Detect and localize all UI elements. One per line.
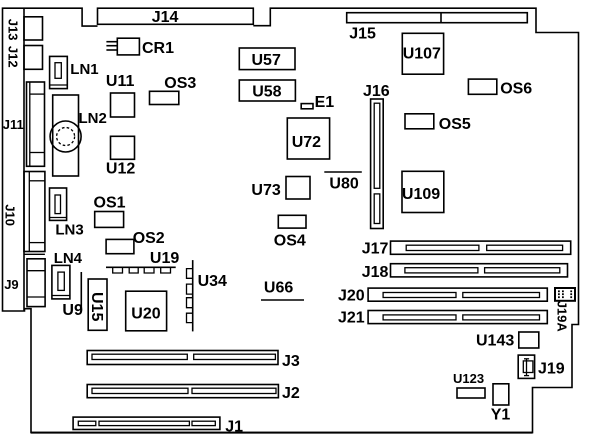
svg-text:U15: U15 [88,292,105,321]
svg-text:LN2: LN2 [79,110,107,127]
svg-text:J19: J19 [538,361,565,378]
svg-text:U72: U72 [292,134,321,151]
svg-text:U34: U34 [198,273,227,290]
svg-text:J12: J12 [5,46,20,68]
svg-text:J9: J9 [4,277,18,292]
svg-text:U57: U57 [252,52,281,69]
svg-text:U109: U109 [402,186,440,203]
svg-text:U66: U66 [264,280,293,297]
svg-text:J19A: J19A [555,301,570,333]
svg-text:OS5: OS5 [439,116,471,133]
svg-text:OS3: OS3 [164,75,196,92]
svg-text:U107: U107 [403,46,441,63]
svg-text:U73: U73 [251,182,280,199]
svg-text:U143: U143 [476,333,514,350]
svg-text:E1: E1 [315,94,335,111]
svg-text:J11: J11 [3,117,24,132]
svg-text:OS6: OS6 [500,81,532,98]
svg-text:J15: J15 [349,26,376,43]
svg-text:LN3: LN3 [55,222,83,239]
svg-text:J3: J3 [282,353,300,370]
svg-text:U11: U11 [106,73,135,90]
svg-text:OS4: OS4 [274,233,306,250]
svg-text:OS2: OS2 [133,230,165,247]
svg-text:Y1: Y1 [491,407,511,424]
svg-text:U80: U80 [329,176,358,193]
svg-text:J20: J20 [338,288,365,305]
svg-text:OS1: OS1 [94,195,126,212]
svg-text:J21: J21 [338,310,365,327]
svg-text:J10: J10 [3,204,18,226]
svg-text:LN4: LN4 [54,250,83,267]
svg-text:U9: U9 [62,302,83,319]
svg-text:U58: U58 [252,84,281,101]
svg-text:J13: J13 [5,19,20,41]
svg-text:CR1: CR1 [142,40,174,57]
svg-text:J2: J2 [282,385,300,402]
svg-text:J18: J18 [362,264,389,281]
svg-text:U20: U20 [131,306,160,323]
svg-text:J14: J14 [152,9,179,26]
svg-text:J1: J1 [225,419,243,436]
svg-text:U123: U123 [453,371,484,386]
svg-text:J16: J16 [363,83,390,100]
svg-text:LN1: LN1 [70,61,98,78]
svg-text:U12: U12 [106,161,135,178]
svg-text:U19: U19 [150,250,179,267]
svg-text:J17: J17 [362,241,389,258]
